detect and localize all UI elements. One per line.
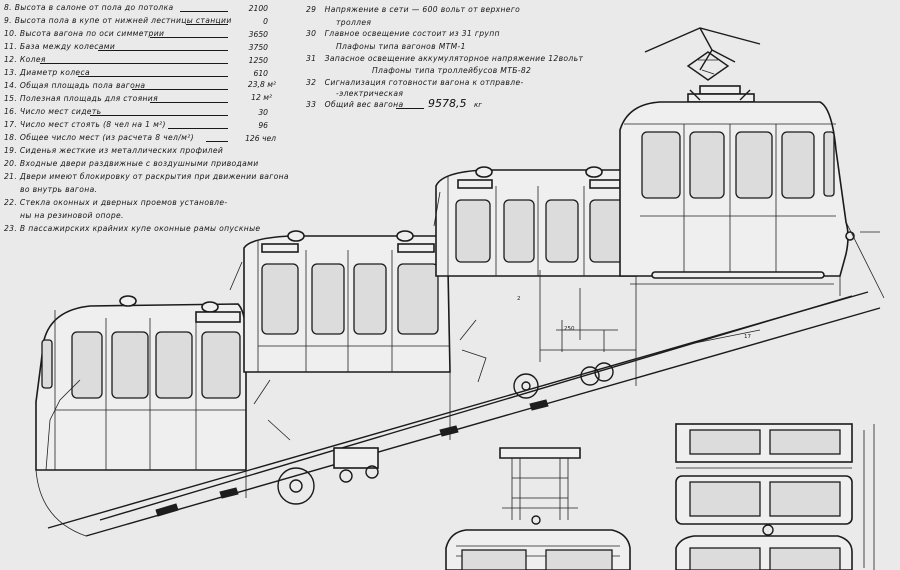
spec-value-15: 12 м² (251, 93, 272, 102)
spec-value-11: 3750 (248, 43, 268, 52)
leader-line (186, 24, 228, 25)
spec-value-8: 2100 (248, 4, 268, 13)
spec-item-21: 21. Двери имеют блокировку от раскрытия … (4, 172, 289, 181)
spec-item-32-cont: -электрическая (336, 89, 404, 98)
spec-item-18: 18. Общее число мест (из расчета 8 чел/м… (4, 133, 194, 142)
total-weight-value: 9578,5 (428, 97, 467, 110)
underframe (35, 191, 881, 537)
car-section-2 (243, 230, 451, 373)
spec-value-13: 610 (253, 69, 269, 78)
spec-item-11: 11. База между колесами (4, 42, 116, 51)
dimension-label: 250 (564, 326, 575, 332)
spec-item-13: 13. Диаметр колеса (4, 68, 90, 77)
pantograph (644, 27, 761, 103)
leader-line (150, 102, 228, 103)
spec-value-18: 126 чел (245, 134, 276, 143)
car-section-3 (435, 166, 637, 277)
leader-line (168, 128, 228, 129)
total-weight-unit: кг (474, 101, 482, 109)
spec-item-29: 29 Напряжение в сети — 600 вольт от верх… (306, 5, 521, 14)
car-section-1 (35, 295, 247, 471)
leader-line (98, 50, 228, 51)
spec-value-14: 23,8 м² (247, 80, 276, 89)
spec-value-16: 30 (258, 108, 268, 117)
spec-item-19: 19. Сиденья жесткие из металлических про… (4, 146, 224, 155)
spec-item-29-cont: троллея (336, 18, 372, 27)
spec-item-23: 23. В пассажирских крайних купе оконные … (4, 224, 261, 233)
spec-item-16: 16. Число мест сидеть (4, 107, 102, 116)
leader-line (206, 141, 228, 142)
leader-line (150, 37, 228, 38)
leader-line (132, 89, 228, 90)
dimension-lines: 2 250 17 (517, 221, 885, 362)
leader-line (40, 63, 228, 64)
dimension-label: 2 (517, 296, 521, 302)
spec-item-22-cont: ны на резиновой опоре. (20, 211, 124, 220)
spec-item-22: 22. Стекла оконных и дверных проемов уст… (4, 198, 228, 207)
spec-item-12: 12. Колея (4, 55, 46, 64)
spec-item-21-cont: во внутрь вагона. (20, 185, 98, 194)
spec-item-17: 17. Число мест стоять (8 чел на 1 м²) (4, 120, 166, 129)
spec-item-32: 32 Сигнализация готовности вагона к отпр… (306, 78, 524, 87)
spec-item-31: 31 Запасное освещение аккумуляторное нап… (306, 54, 584, 63)
spec-item-30: 30 Главное освещение состоит из 31 групп (306, 29, 500, 38)
spec-item-8: 8. Высота в салоне от пола до потолка (4, 3, 174, 12)
spec-value-17: 96 (258, 121, 268, 130)
spec-item-31-cont: Плафоны типа троллейбусов МТБ-82 (372, 66, 532, 75)
leader-line (396, 108, 424, 109)
front-view-drawing (445, 447, 631, 570)
spec-item-14: 14. Общая площадь пола вагона (4, 81, 146, 90)
car-section-4 (619, 101, 855, 285)
spec-item-10: 10. Высота вагона по оси симметрии (4, 29, 165, 38)
spec-value-10: 3650 (248, 30, 268, 39)
leader-line (78, 76, 228, 77)
spec-value-12: 1250 (248, 56, 268, 65)
spec-item-33: 33 Общий вес вагона (306, 100, 404, 109)
spec-item-9: 9. Высота пола в купе от нижней лестницы… (4, 16, 232, 25)
leader-line (180, 11, 228, 12)
spec-item-15: 15. Полезная площадь для стояния (4, 94, 159, 103)
spec-item-30-cont: Плафоны типа вагонов МТМ-1 (336, 42, 466, 51)
leader-line (90, 115, 228, 116)
spec-value-9: 0 (263, 17, 268, 26)
rear-view-drawing (675, 423, 875, 570)
spec-item-20: 20. Входные двери раздвижные с воздушным… (4, 159, 259, 168)
dimension-label: 17 (744, 334, 751, 340)
